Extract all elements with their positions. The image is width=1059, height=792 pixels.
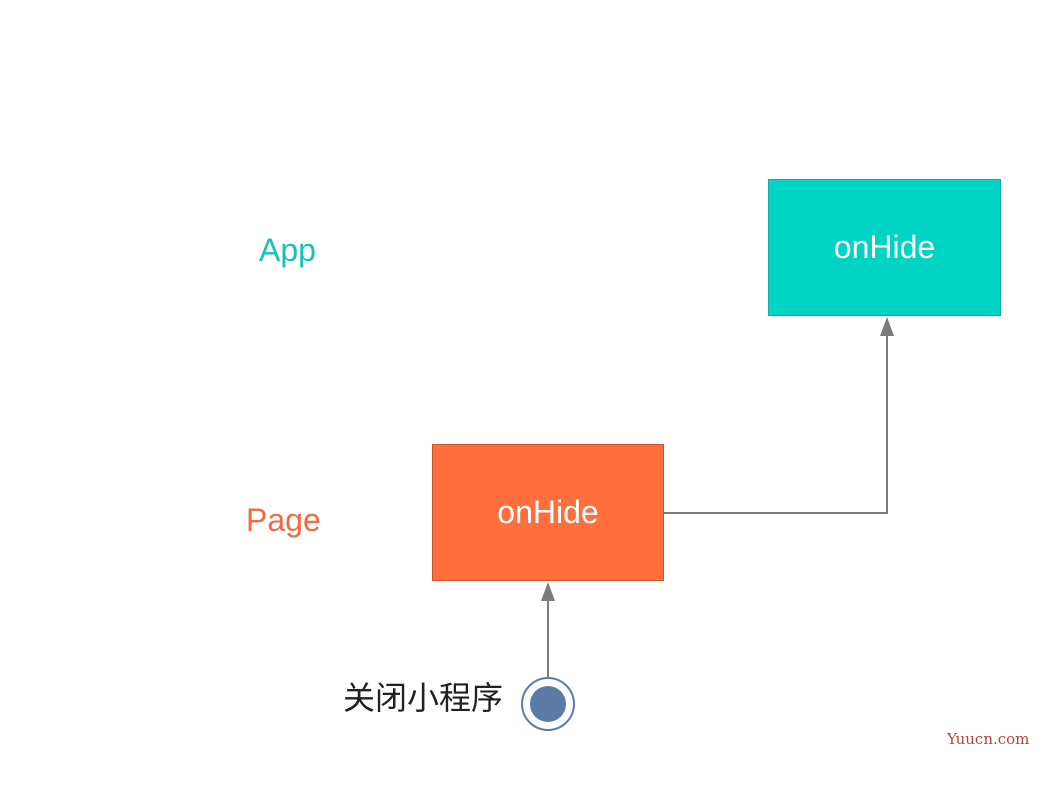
app-onhide-box: onHide	[768, 179, 1001, 316]
arrow-start-to-page	[541, 582, 555, 677]
lane-label-app: App	[259, 232, 316, 268]
page-onhide-label: onHide	[497, 494, 599, 530]
app-onhide-label: onHide	[833, 229, 936, 265]
lane-label-page: Page	[246, 502, 321, 538]
start-label: 关闭小程序	[343, 679, 504, 717]
arrow-page-to-app	[664, 317, 894, 514]
watermark: Yuucn.com	[947, 730, 1030, 748]
page-onhide-box: onHide	[432, 444, 664, 581]
start-node-icon	[521, 677, 575, 731]
